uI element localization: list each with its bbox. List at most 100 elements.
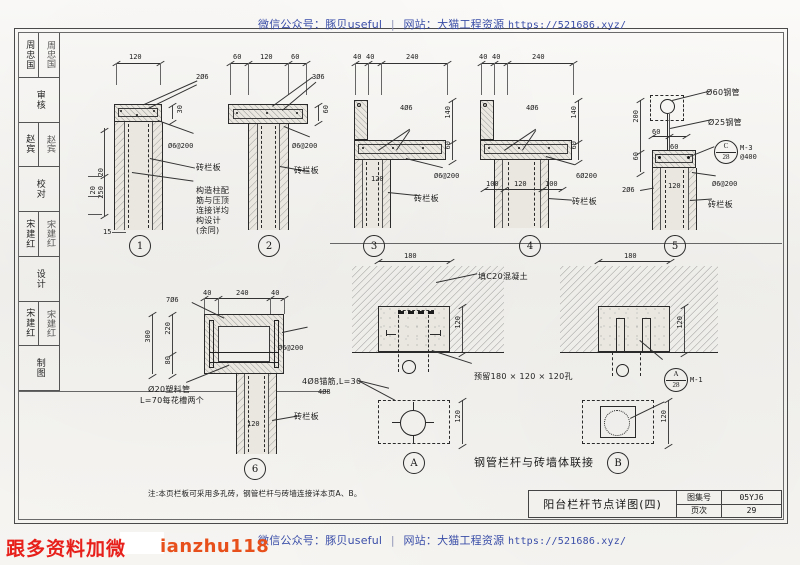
dA-fill-label: 填C20混凝土 <box>478 272 528 281</box>
d5-pipe-big: Ø60钢管 <box>706 88 740 97</box>
page-row: 页次 29 <box>677 504 781 517</box>
d5-ref-bot: 28 <box>722 153 730 161</box>
divider-middle-left <box>19 391 329 392</box>
d4-rebar-top: 4Ø6 <box>526 104 539 112</box>
d6-dim-h1: 300 <box>144 330 152 343</box>
signature-label-text-4: 宋建红 <box>24 218 35 249</box>
d1-rebar-top: 2Ø6 <box>196 73 209 81</box>
d6-sleeve-2: L=70每花槽两个 <box>140 396 205 405</box>
d3-dim-a: 40 <box>353 53 362 61</box>
dA-bubble: A <box>403 452 425 474</box>
d3-dim-w: 120 <box>371 175 384 183</box>
dB-ref-bot: 28 <box>672 381 680 389</box>
group-caption: 钢管栏杆与砖墙体联接 <box>474 456 594 469</box>
signature-row-4: 宋建红宋建红 <box>19 212 59 257</box>
d1-dim-right: 30 <box>176 105 184 114</box>
watermark-red-text: 跟多资料加微 <box>6 538 127 560</box>
d6-dim-w: 120 <box>247 420 260 428</box>
watermark-top-url: https://521686.xyz/ <box>508 20 627 31</box>
atlas-value: 05YJ6 <box>739 492 764 502</box>
d1-panel-label: 砖栏板 <box>196 163 221 172</box>
signature-mark-6: 宋建红 <box>39 302 59 346</box>
atlas-row: 图集号 05YJ6 <box>677 491 781 505</box>
signature-row-0: 周忠国周忠国 <box>19 33 59 78</box>
d4-dim-l: 100 <box>486 180 499 188</box>
d5-dim-a: 60 <box>652 128 661 136</box>
d5-bubble: 5 <box>664 235 686 257</box>
signature-label-text-2: 赵宾 <box>24 134 35 155</box>
watermark-top: 微信公众号：豚贝useful | 网站：大猫工程资源 https://52168… <box>258 16 626 32</box>
watermark-bottom: 微信公众号：豚贝useful | 网站：大猫工程资源 https://52168… <box>258 532 626 548</box>
d6-dim-h3: 80 <box>164 356 172 365</box>
d2-dim-b: 120 <box>260 53 273 61</box>
d4-panel-label: 砖栏板 <box>572 197 597 206</box>
d1-dim-top: 120 <box>129 53 142 61</box>
signature-label-0: 周忠国 <box>19 33 39 77</box>
signature-label-text-7: 制图 <box>34 358 45 379</box>
d3-bubble: 3 <box>363 235 385 257</box>
signature-label-1: 审核 <box>19 78 59 122</box>
dB-ref-code: M-1 <box>690 376 703 384</box>
watermark-top-wechat: 微信公众号：豚贝useful <box>258 18 383 31</box>
d2-rebar-top: 3Ø6 <box>312 73 325 81</box>
signature-label-7: 制图 <box>19 346 59 390</box>
dB-ref-top: A <box>673 370 679 378</box>
d4-dim-c: 240 <box>532 53 545 61</box>
d3-dim-h1: 140 <box>444 106 452 119</box>
d5-ref-code: M-3 <box>740 144 753 152</box>
d6-stirrup: Ø6@200 <box>278 344 304 352</box>
d5-dim-w: 120 <box>668 182 681 190</box>
d5-ref-top: C <box>723 142 729 150</box>
d1-note-5: (余同) <box>196 226 220 235</box>
d1-note-4: 构设计 <box>196 216 221 225</box>
signature-row-7: 制图 <box>19 346 59 391</box>
atlas-key: 图集号 <box>677 491 722 504</box>
dA-dim-w: 180 <box>404 252 417 260</box>
d4-dim-b: 40 <box>492 53 501 61</box>
d6-sleeve-1: Ø20塑料管 <box>148 385 191 394</box>
dB-dim-h: 120 <box>676 316 684 329</box>
d1-note-1: 构造柱配 <box>196 186 230 195</box>
d3-dim-c: 240 <box>406 53 419 61</box>
d1-note-2: 筋与压顶 <box>196 196 230 205</box>
d5-dim-h2: 60 <box>632 152 640 161</box>
drawing-frame-outer <box>14 28 788 524</box>
d2-panel-label: 砖栏板 <box>294 166 319 175</box>
title-block: 阳台栏杆节点详图(四) 图集号 05YJ6 页次 29 <box>528 490 782 518</box>
dB-dim-plan: 120 <box>660 410 668 423</box>
watermark-bottom-separator: | <box>390 534 395 547</box>
signature-label-text-3: 校对 <box>34 179 45 200</box>
d4-dim-m: 120 <box>514 180 527 188</box>
d5-panel-label: 砖栏板 <box>708 200 733 209</box>
d2-stirrup: Ø6@200 <box>292 142 318 150</box>
d2-dim-right: 60 <box>322 105 330 114</box>
watermark-top-separator: | <box>390 18 395 31</box>
d4-dim-a: 40 <box>479 53 488 61</box>
d1-dim-left-c: 20 <box>89 186 97 195</box>
dA-anchor-label: 4Ø8锚筋,L=30 <box>302 377 362 386</box>
signature-label-text-1: 审核 <box>34 89 45 110</box>
signature-label-6: 宋建红 <box>19 301 39 346</box>
d1-bubble: 1 <box>129 235 151 257</box>
d5-stirrup: Ø6@200 <box>712 180 738 188</box>
signature-mark-text-6: 宋建红 <box>44 309 55 338</box>
signature-row-6: 宋建红宋建红 <box>19 301 59 347</box>
watermark-top-site: 网站：大猫工程资源 <box>403 18 505 31</box>
signature-row-3: 校对 <box>19 167 59 212</box>
signature-strip: 周忠国周忠国审核赵宾赵宾校对宋建红宋建红设计宋建红宋建红制图 <box>19 33 60 391</box>
d6-dim-c: 40 <box>271 289 280 297</box>
d5-dim-b: 60 <box>670 143 679 151</box>
d6-rebar-top: 7Ø6 <box>166 296 179 304</box>
signature-label-3: 校对 <box>19 167 59 211</box>
watermark-bottom-url: https://521686.xyz/ <box>508 536 627 547</box>
d4-stirrup: 6Ø200 <box>576 172 598 180</box>
signature-label-text-0: 周忠国 <box>24 39 35 70</box>
d2-dim-a: 60 <box>233 53 242 61</box>
d6-rebar-side: 4Ø8 <box>318 388 331 396</box>
signature-label-2: 赵宾 <box>19 122 39 167</box>
d3-stirrup: Ø6@200 <box>434 172 460 180</box>
d6-panel-label: 砖栏板 <box>294 412 319 421</box>
page-key: 页次 <box>677 504 722 517</box>
page-value: 29 <box>746 506 757 516</box>
